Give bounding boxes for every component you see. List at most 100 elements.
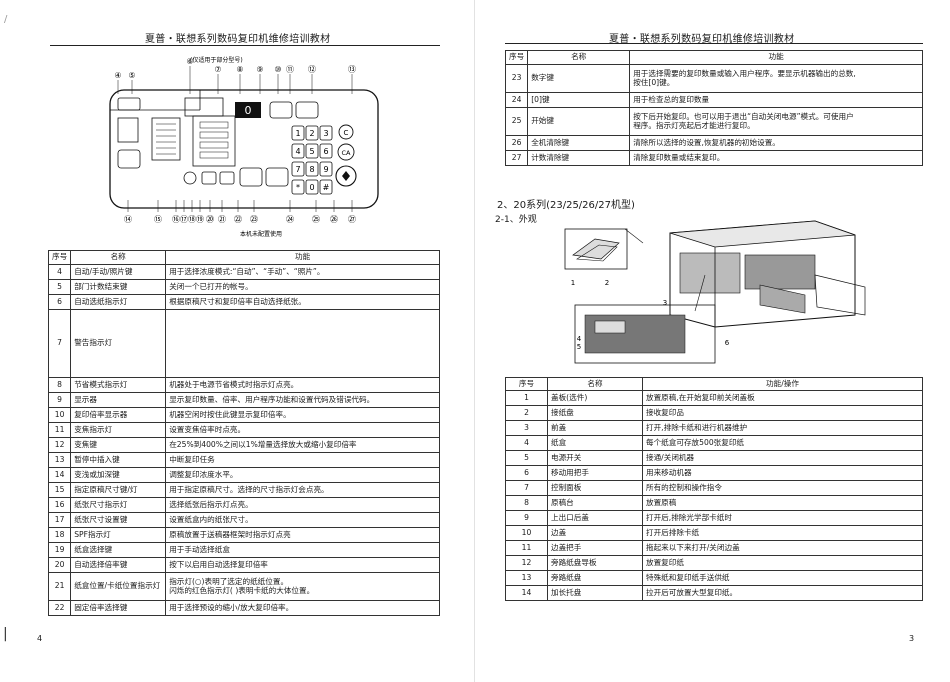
col-header-name: 名称 — [547, 377, 643, 391]
row-function-line: 用于选择需要的复印数量或输入用户程序。要显示机器输出的总数, — [633, 68, 856, 78]
row-function: 原稿放置于送稿器框架时指示灯点亮 — [165, 527, 440, 543]
row-name: 变焦指示灯 — [70, 422, 167, 438]
row-function — [165, 309, 440, 378]
row-name: 部门计数结束键 — [70, 279, 167, 295]
figure-top-caption: (仅适用于部分型号) — [190, 56, 243, 64]
callout-label: ⑯ — [172, 215, 180, 224]
row-function: 指示灯(○)表明了选定的纸纸位置。闪烁的红色指示灯( )表明卡纸的大体位置。 — [165, 572, 440, 601]
row-function: 清除所以选择的设置,恢复机器的初始设置。 — [629, 135, 923, 151]
row-name: 纸盒位置/卡纸位置指示灯 — [70, 572, 167, 601]
row-number: 4 — [47, 264, 72, 280]
callout-label: ⑮ — [154, 215, 162, 224]
col-header-no: 序号 — [47, 250, 72, 265]
machine-callout-label: 1 — [571, 279, 575, 287]
row-function-line: 按住[0]键。 — [633, 77, 675, 87]
keypad-key — [291, 161, 305, 177]
row-number: 14 — [505, 585, 548, 601]
keypad-key-label: 7 — [295, 165, 300, 174]
keypad-key-label: 3 — [323, 129, 328, 138]
row-name: [0]键 — [527, 92, 631, 108]
keypad-key — [291, 143, 305, 159]
exposure-mode-block — [117, 117, 139, 143]
row-number: 23 — [504, 64, 529, 93]
row-name: 变焦键 — [70, 437, 167, 453]
clear-all-key — [337, 143, 355, 161]
row-name: 变浅或加深键 — [70, 467, 167, 483]
machine-callout-label: 4 — [577, 335, 582, 343]
row-name: 显示器 — [70, 392, 167, 408]
cover-inset — [564, 228, 628, 270]
row-function: 接收复印品 — [642, 405, 923, 421]
row-name: 指定原稿尺寸键/灯 — [70, 482, 167, 498]
row-number: 13 — [505, 570, 548, 586]
row-name: 暂停中插入键 — [70, 452, 167, 468]
row-name: 固定倍率选择键 — [70, 600, 167, 616]
row-number: 27 — [504, 150, 529, 166]
row-name: 旁路纸盘导板 — [547, 555, 643, 571]
row-name: 边盖把手 — [547, 540, 643, 556]
page-gutter — [474, 0, 475, 682]
start-icon — [342, 171, 350, 181]
callout-label: ㉖ — [330, 215, 338, 224]
keypad-key-label: 9 — [323, 165, 328, 174]
display-digit: 0 — [245, 104, 252, 117]
tray-indicator — [199, 121, 229, 129]
row-number: 5 — [47, 279, 72, 295]
row-name: 纸张尺寸设置键 — [70, 512, 167, 528]
callout-label: ⑦ — [214, 65, 221, 74]
keypad-key-label: 8 — [309, 165, 314, 174]
keypad-key — [319, 179, 333, 195]
row-function: 根据原稿尺寸和复印倍率自动选择纸张。 — [165, 294, 440, 310]
tray-indicator — [199, 141, 229, 149]
row-number: 8 — [47, 377, 72, 393]
lower-inset — [574, 304, 716, 364]
row-number: 17 — [47, 512, 72, 528]
row-function-line: 按下后开始复印。也可以用于退出“自动关闭电源”模式。可使用户 — [633, 111, 854, 121]
row-function: 按下以启用自动选择复印倍率 — [165, 557, 440, 573]
callout-label: ⑲ — [196, 215, 204, 224]
row-number: 11 — [505, 540, 548, 556]
row-function: 所有的控制和操作指令 — [642, 480, 923, 496]
section-title: 2、20系列(23/25/26/27机型) — [497, 200, 635, 211]
row-function: 清除复印数量或结束复印。 — [629, 150, 923, 166]
row-function: 用于选择需要的复印数量或输入用户程序。要显示机器输出的总数,按住[0]键。 — [629, 64, 923, 93]
figure-bottom-caption: 本机未配置使用 — [240, 230, 282, 238]
callout-label: ⑭ — [124, 215, 132, 224]
row-function: 机器处于电源节省模式时指示灯点亮。 — [165, 377, 440, 393]
callout-label: ⑨ — [256, 65, 263, 74]
row-number: 4 — [505, 435, 548, 451]
row-function: 中断复印任务 — [165, 452, 440, 468]
header-rule — [505, 43, 923, 44]
row-number: 3 — [505, 420, 548, 436]
row-number: 12 — [505, 555, 548, 571]
right-page-header: 夏普・联想系列数码复印机维修培训教材 — [609, 34, 795, 45]
row-function: 每个纸盒可存放500张复印纸 — [642, 435, 923, 451]
row-function-line: 指示灯(○)表明了选定的纸纸位置。 — [169, 576, 289, 586]
callout-label: ④ — [114, 71, 121, 80]
row-name: 上出口后盖 — [547, 510, 643, 526]
col-header-func: 功能 — [165, 250, 440, 265]
row-number: 10 — [47, 407, 72, 423]
row-function: 用来移动机器 — [642, 465, 923, 481]
callout-label: ⑫ — [308, 65, 316, 74]
row-function: 设置变焦倍率时点亮。 — [165, 422, 440, 438]
